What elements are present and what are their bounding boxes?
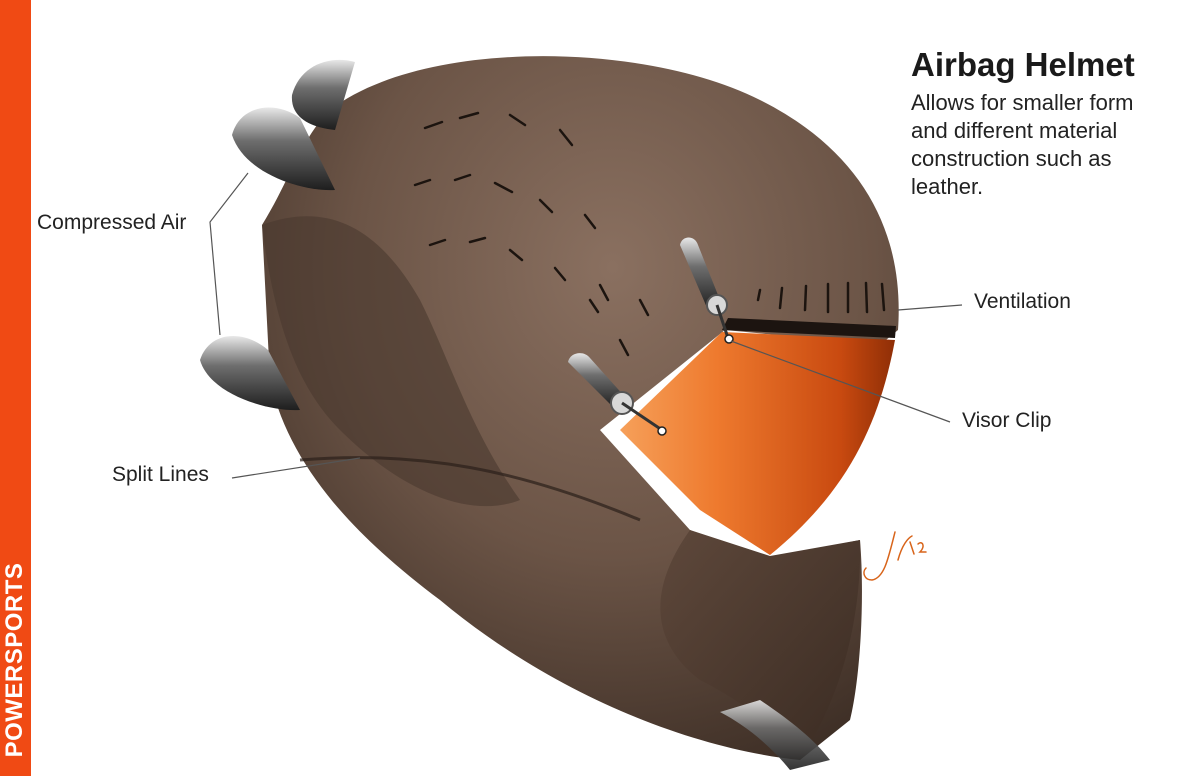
visor-lens (620, 332, 895, 555)
helmet-side-recess (262, 216, 520, 507)
visor-top-edge (722, 318, 896, 338)
chin-guard (660, 530, 861, 760)
leader-split-lines (231, 457, 361, 479)
side-band: POWERSPORTS (0, 0, 31, 776)
diagram-description: Allows for smaller form and different ma… (911, 90, 1134, 199)
air-canister-bottom (200, 336, 300, 411)
leader-ventilation (897, 304, 963, 311)
vent-slots (413, 111, 650, 357)
visor-clip-upper (680, 237, 734, 344)
split-line-seam (299, 456, 641, 522)
callout-compressed-air: Compressed Air (37, 211, 187, 234)
artist-signature (863, 531, 927, 581)
diagram-title: Airbag Helmet (911, 46, 1135, 83)
chin-chrome-edge (720, 700, 830, 770)
callout-visor-clip: Visor Clip (962, 409, 1052, 432)
callout-split-lines: Split Lines (112, 463, 209, 486)
leader-compressed-air (209, 172, 249, 336)
air-canister-top-rear (291, 59, 355, 130)
leader-visor-clip (730, 340, 951, 423)
air-canister-top (232, 107, 335, 191)
rear-vent-comb (756, 281, 886, 314)
leader-lines (209, 172, 963, 479)
callout-ventilation: Ventilation (974, 290, 1071, 313)
visor-clip-lower (568, 353, 667, 436)
